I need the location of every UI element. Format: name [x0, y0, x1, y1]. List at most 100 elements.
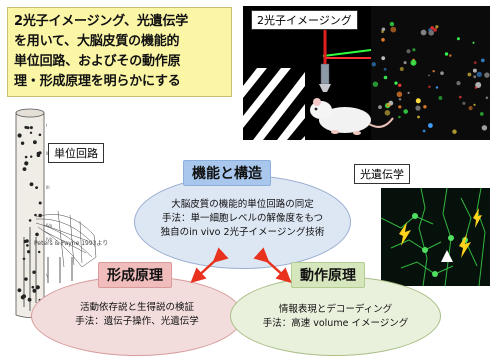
imaging-cell: [398, 105, 402, 109]
imaging-cell: [383, 75, 388, 80]
imaging-cell: [476, 71, 482, 78]
imaging-cell: [372, 81, 379, 87]
light-cone-icon: [441, 250, 453, 262]
imaging-cell: [381, 30, 384, 34]
imaging-cell: [485, 96, 489, 100]
imaging-cell: [417, 115, 420, 119]
two-photon-imaging-panel: 2光子イメージング: [243, 6, 490, 140]
neuron-soma: [29, 182, 34, 187]
operation-line-2: 手法：高速 volume イメージング: [262, 318, 409, 329]
neuron-soma: [33, 140, 37, 145]
arrow-function-operation: [253, 247, 292, 284]
imaging-cell: [435, 25, 439, 29]
neuron-soma: [31, 285, 35, 289]
neuron-somata: [17, 125, 42, 302]
imaging-cell: [383, 67, 387, 71]
svg-text:V: V: [46, 273, 49, 278]
imaging-cell: [403, 61, 407, 65]
neuron-soma: [35, 232, 39, 237]
neuron-soma: [29, 131, 33, 134]
imaging-cell: [430, 26, 434, 30]
imaging-cell: [438, 96, 443, 100]
imaging-cell: [472, 41, 475, 44]
imaging-cell: [390, 26, 397, 33]
descending-axons: [23, 227, 73, 311]
imaging-cell: [428, 28, 432, 32]
title-line-4: 理・形成原理を明らかにする: [14, 74, 181, 89]
imaging-cell: [428, 85, 431, 89]
imaging-cell: [473, 75, 477, 79]
imaging-cell: [475, 82, 482, 88]
imaging-cell: [371, 62, 376, 67]
imaging-cell: [433, 28, 437, 32]
imaging-cell: [428, 123, 433, 128]
imaging-cell: [473, 103, 476, 106]
imaging-cell: [480, 58, 485, 63]
citation-text: Peters & Payne 1993より: [34, 240, 109, 247]
imaging-cell: [398, 115, 401, 119]
neuron-soma: [32, 270, 36, 274]
imaging-cell: [432, 70, 435, 73]
neuron-soma: [24, 161, 29, 166]
unit-circuit-label: 単位回路: [48, 143, 104, 163]
imaging-cell: [456, 37, 460, 41]
neuron-soma: [38, 213, 42, 218]
imaging-cell: [467, 72, 472, 77]
imaging-illustration: [243, 6, 490, 140]
formation-tag: 形成原理: [98, 262, 172, 288]
neuron-soma: [34, 213, 37, 217]
function-structure-tag: 機能と構造: [183, 160, 271, 186]
imaging-cell: [472, 68, 477, 73]
neuron-soma: [35, 186, 38, 189]
neuron-soma: [22, 167, 27, 171]
imaging-cell: [435, 86, 439, 89]
formation-line-1: 活動依存説と生得説の検証: [79, 302, 194, 313]
operation-ellipse: 情報表現とデコーディング 手法：高速 volume イメージング: [230, 276, 441, 356]
neuron-soma: [38, 250, 41, 254]
imaging-cell: [440, 71, 444, 75]
imaging-cell: [481, 125, 488, 131]
imaging-cell: [403, 109, 408, 114]
neuron-soma: [20, 141, 25, 145]
svg-text:II: II: [46, 151, 48, 156]
imaging-cell: [394, 81, 398, 85]
imaging-label: 2光子イメージング: [251, 10, 358, 30]
imaging-cell: [428, 74, 430, 77]
neuron-soma: [38, 151, 42, 155]
imaging-cell: [480, 112, 484, 116]
neuron-soma: [27, 250, 31, 254]
optogenetics-label: 光遺伝学: [354, 164, 410, 184]
imaging-cell: [468, 106, 473, 111]
imaging-cell: [452, 129, 457, 134]
imaging-cell: [381, 38, 385, 42]
neuron-soma: [17, 288, 22, 293]
neuron-soma: [28, 219, 32, 222]
imaging-cell: [407, 91, 410, 94]
imaging-cell: [386, 102, 391, 108]
imaging-cell: [410, 59, 417, 66]
imaging-cell: [412, 48, 416, 52]
function-structure-ellipse: 大脳皮質の機能的単位回路の同定 手法：単一細胞レベルの解像度をもつ 独自のin …: [134, 175, 351, 269]
svg-text:IVb: IVb: [46, 237, 53, 242]
neuron-column-illustration: I II III IVa IVb V VI: [15, 108, 97, 318]
imaging-cell: [378, 105, 382, 109]
svg-text:I: I: [46, 123, 47, 128]
imaging-cell: [462, 101, 466, 105]
formation-line-2: 手法：遺伝子操作、光遺伝学: [75, 316, 199, 327]
imaging-cell: [474, 86, 477, 89]
imaging-cell: [389, 21, 395, 27]
neuron-soma: [29, 126, 33, 130]
neuron-soma: [38, 133, 42, 137]
imaging-cell: [459, 95, 462, 99]
lightning-icon: [399, 208, 482, 258]
neuron-soma: [35, 285, 40, 290]
title-line-1: 2光子イメージング、光遺伝学: [14, 14, 189, 29]
imaging-cell: [381, 27, 386, 32]
cortical-column-drawing: I II III IVa IVb V VI: [8, 107, 140, 320]
imaging-cell: [398, 83, 402, 88]
imaging-cell: [398, 98, 402, 101]
imaging-cell: [449, 54, 452, 57]
neuron-soma: [36, 153, 41, 157]
imaging-cell: [381, 56, 386, 61]
